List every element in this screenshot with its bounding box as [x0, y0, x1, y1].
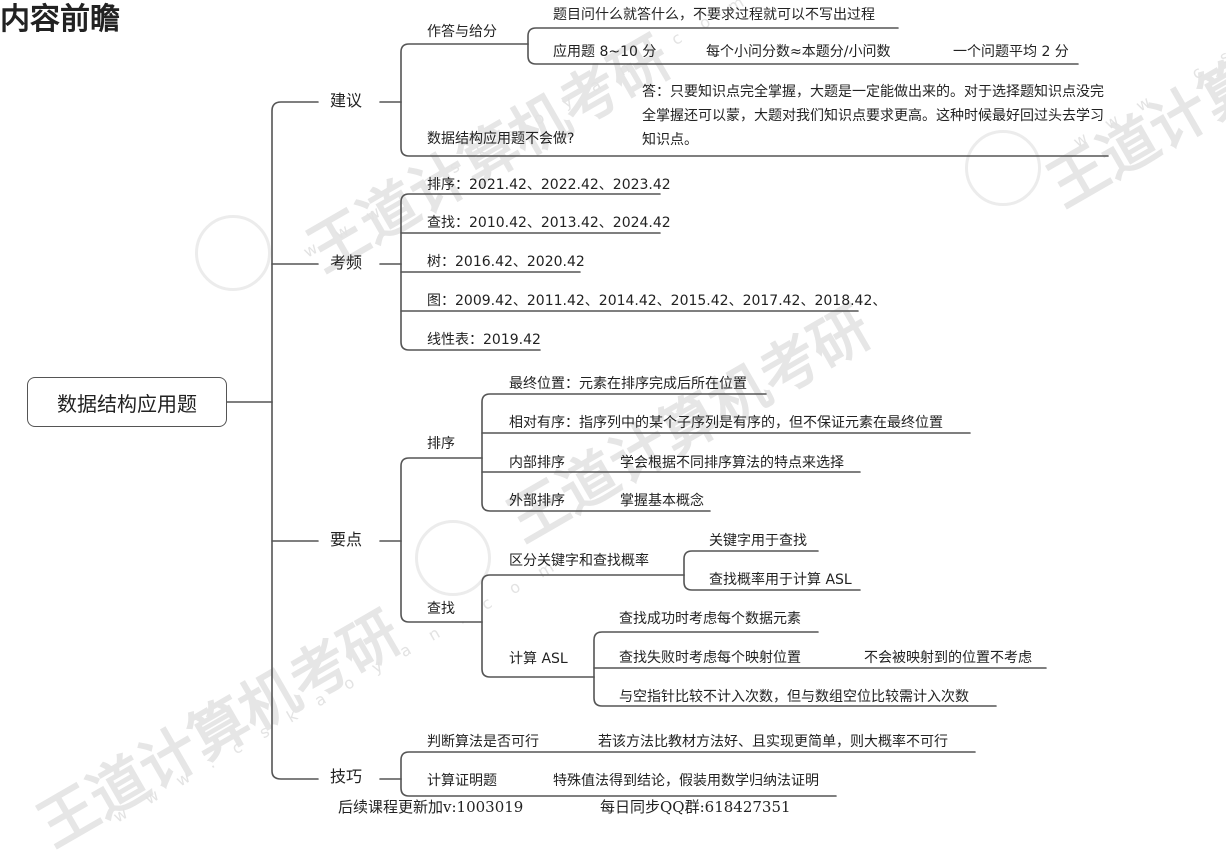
- node-prob-use: 查找概率用于计算 ASL: [709, 572, 852, 588]
- node-fail: 查找失败时考虑每个映射位置: [619, 650, 801, 666]
- node-key-use: 关键字用于查找: [709, 533, 807, 549]
- node-cant-do: 数据结构应用题不会做?: [427, 131, 575, 147]
- branch-tips: 技巧: [330, 767, 363, 786]
- freq-item: 排序：2021.42、2022.42、2023.42: [427, 177, 671, 193]
- freq-item: 图：2009.42、2011.42、2014.42、2015.42、2017.4…: [427, 293, 887, 309]
- branch-suggestion: 建议: [330, 91, 363, 110]
- watermark-seal: [415, 520, 491, 596]
- connector-lines: [226, 27, 1109, 797]
- node-scoring-rule: 题目问什么就答什么，不要求过程就可以不写出过程: [553, 7, 875, 23]
- node-feasible: 判断算法是否可行: [427, 734, 539, 750]
- node-external: 外部排序: [509, 493, 565, 509]
- node-success: 查找成功时考虑每个数据元素: [619, 611, 801, 627]
- freq-item: 树：2016.42、2020.42: [427, 254, 585, 270]
- node-final-pos: 最终位置：元素在排序完成后所在位置: [509, 376, 747, 392]
- node-internal-desc: 学会根据不同排序算法的特点来选择: [620, 455, 844, 471]
- node-feasible-desc: 若该方法比教材方法好、且实现更简单，则大概率不可行: [598, 734, 948, 750]
- node-proof: 计算证明题: [427, 773, 497, 789]
- node-asl: 计算 ASL: [509, 651, 568, 667]
- freq-item: 线性表：2019.42: [427, 332, 541, 348]
- node-distinguish: 区分关键字和查找概率: [509, 553, 649, 569]
- branch-keypoints: 要点: [330, 530, 363, 549]
- node-proof-desc: 特殊值法得到结论，假装用数学归纳法证明: [553, 773, 819, 789]
- node-null-cmp: 与空指针比较不计入次数，但与数组空位比较需计入次数: [619, 689, 969, 705]
- footer-right: 每日同步QQ群:618427351: [600, 798, 791, 816]
- node-search: 查找: [427, 601, 455, 617]
- node-external-desc: 掌握基本概念: [620, 493, 704, 509]
- node-internal: 内部排序: [509, 455, 565, 471]
- node-scoring-avg: 一个问题平均 2 分: [953, 44, 1069, 60]
- root-node: 数据结构应用题: [27, 377, 227, 427]
- watermark-seal: [965, 130, 1041, 206]
- node-scoring-per-q: 每个小问分数≈本题分/小问数: [706, 44, 891, 60]
- node-scoring: 作答与给分: [427, 24, 497, 40]
- freq-item: 查找：2010.42、2013.42、2024.42: [427, 215, 671, 231]
- branch-frequency: 考频: [330, 253, 363, 272]
- page-title: 内容前瞻: [0, 2, 120, 37]
- footer-left: 后续课程更新加v:1003019: [338, 798, 524, 816]
- node-scoring-points: 应用题 8~10 分: [553, 44, 657, 60]
- node-relative: 相对有序：指序列中的某个子序列是有序的，但不保证元素在最终位置: [509, 415, 943, 431]
- node-sort: 排序: [427, 436, 455, 452]
- node-fail-note: 不会被映射到的位置不考虑: [864, 650, 1032, 666]
- node-cant-do-answer: 答：只要知识点完全掌握，大题是一定能做出来的。对于选择题知识点没完全掌握还可以蒙…: [642, 84, 1104, 148]
- watermark-seal: [195, 215, 271, 291]
